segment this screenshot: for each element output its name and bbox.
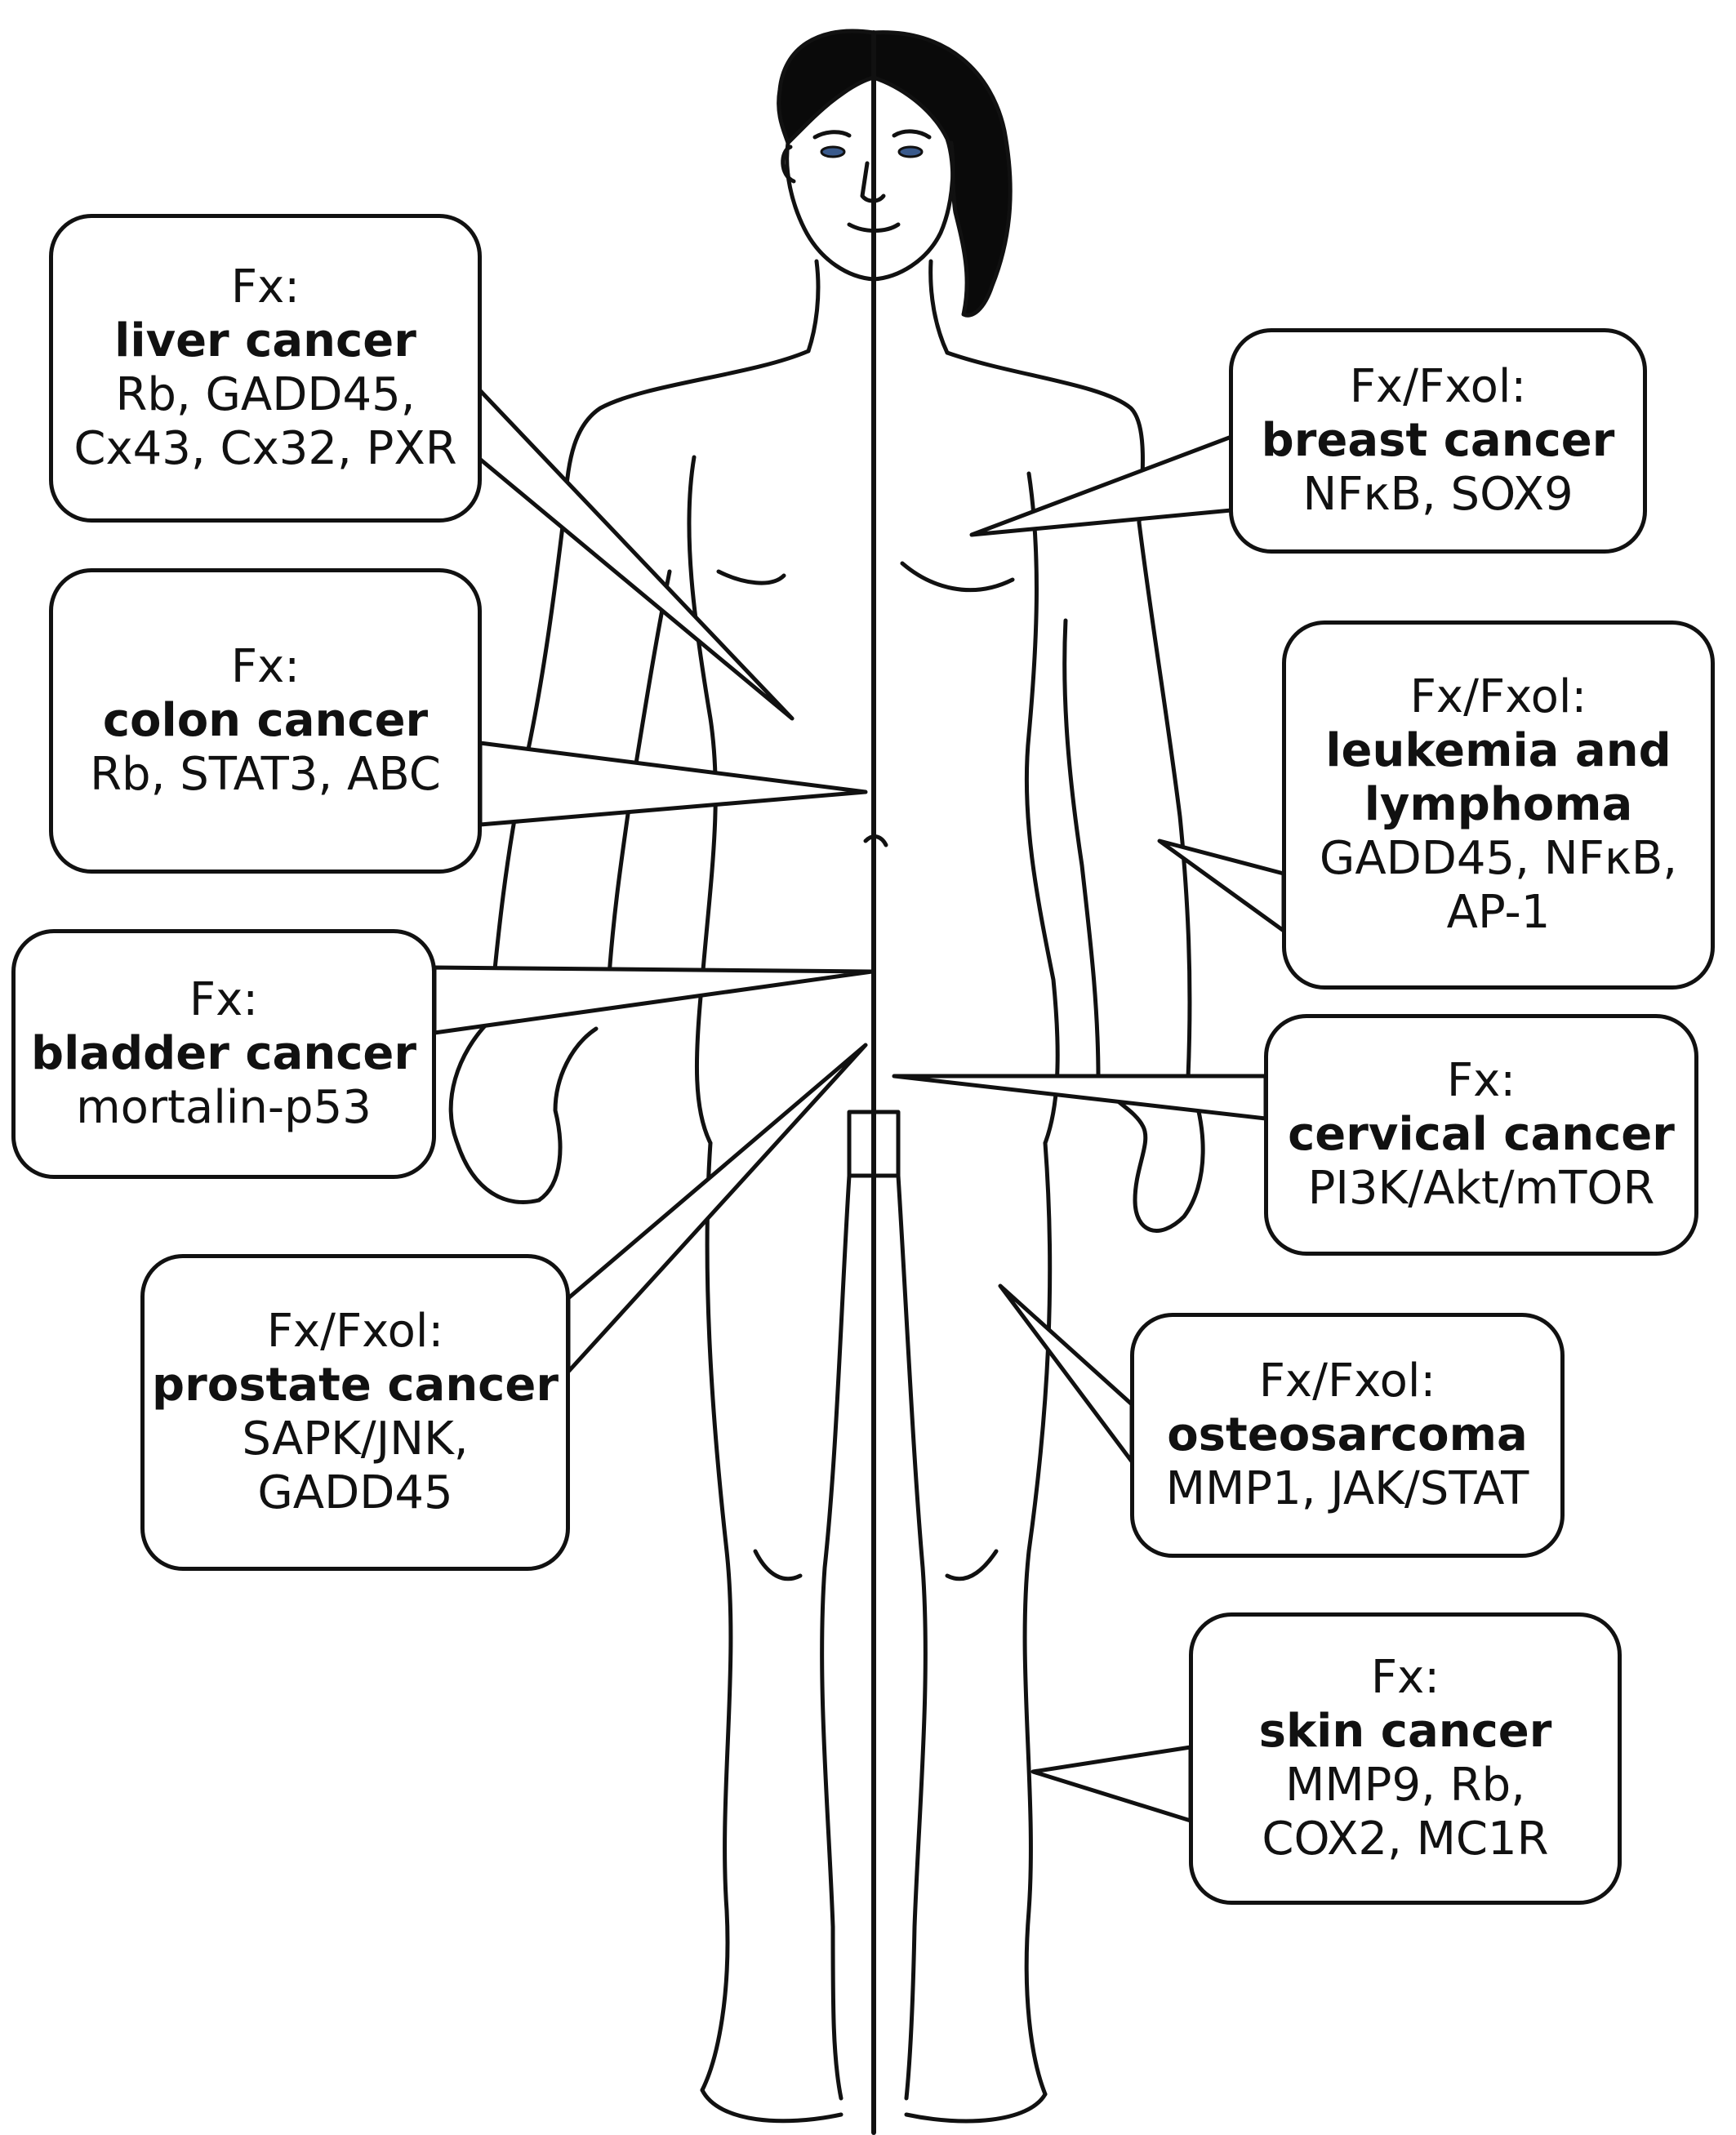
pointer-osteo xyxy=(998,1283,1134,1464)
torso-right xyxy=(1024,471,1060,1145)
agent-label: Fx: xyxy=(230,260,300,314)
agent-label: Fx/Fxol: xyxy=(1258,1354,1436,1408)
hair-left xyxy=(777,29,876,145)
eye-left xyxy=(820,145,846,158)
targets-line: Rb, STAT3, ABC xyxy=(90,748,441,802)
agent-label: Fx/Fxol: xyxy=(266,1304,444,1358)
chest-right xyxy=(900,561,1015,593)
callout-osteosarcoma: Fx/Fxol: osteosarcoma MMP1, JAK/STAT xyxy=(1130,1313,1565,1558)
feet xyxy=(700,2088,1048,2124)
neck-left xyxy=(806,259,821,354)
pointer-liver xyxy=(471,381,795,721)
cancer-name: cervical cancer xyxy=(1288,1107,1675,1161)
callout-leukemia-lymphoma: Fx/Fxol: leukemia and lymphoma GADD45, N… xyxy=(1282,620,1715,990)
callout-bladder-cancer: Fx: bladder cancer mortalin-p53 xyxy=(11,929,436,1179)
cancer-name: bladder cancer xyxy=(31,1026,416,1080)
agent-label: Fx: xyxy=(189,972,259,1026)
pointer-colon xyxy=(478,741,868,827)
pointer-bladder xyxy=(432,965,875,1035)
brow-right xyxy=(892,129,932,140)
agent-label: Fx: xyxy=(230,639,300,693)
targets-line: GADD45, NFκB, xyxy=(1319,832,1678,886)
cancer-name-line-2: lymphoma xyxy=(1364,777,1633,831)
targets-line: MMP1, JAK/STAT xyxy=(1165,1462,1529,1516)
cancer-name: colon cancer xyxy=(102,693,429,747)
hair-right xyxy=(871,30,1013,318)
cancer-name: prostate cancer xyxy=(152,1358,559,1412)
torso-left xyxy=(687,455,718,1145)
cancer-name-line-1: leukemia and xyxy=(1325,723,1671,777)
pointer-breast xyxy=(969,434,1234,537)
arm-right-outer xyxy=(1137,520,1192,1080)
arm-right-inner xyxy=(1062,618,1101,1080)
targets-line: PI3K/Akt/mTOR xyxy=(1307,1162,1655,1216)
pointer-prostate xyxy=(566,1043,868,1374)
callout-breast-cancer: Fx/Fxol: breast cancer NFκB, SOX9 xyxy=(1229,328,1647,554)
hand-left xyxy=(448,1018,599,1204)
targets-line: GADD45 xyxy=(257,1466,453,1520)
cancer-name: osteosarcoma xyxy=(1167,1408,1528,1461)
pointer-skin xyxy=(1030,1745,1193,1823)
targets-line: Cx43, Cx32, PXR xyxy=(73,422,457,476)
targets-line: COX2, MC1R xyxy=(1262,1813,1549,1866)
pointer-leukemia xyxy=(1157,838,1286,933)
targets-line: AP-1 xyxy=(1446,886,1551,940)
neck-right xyxy=(928,259,950,355)
leg-right-outer xyxy=(1022,1141,1053,2097)
targets-line: NFκB, SOX9 xyxy=(1302,468,1574,522)
chest-left xyxy=(716,569,786,585)
callout-colon-cancer: Fx: colon cancer Rb, STAT3, ABC xyxy=(49,568,482,874)
targets-line: mortalin-p53 xyxy=(76,1081,372,1135)
navel xyxy=(863,834,888,847)
agent-label: Fx: xyxy=(1370,1650,1440,1704)
cancer-name: breast cancer xyxy=(1261,413,1615,467)
callout-prostate-cancer: Fx/Fxol: prostate cancer SAPK/JNK, GADD4… xyxy=(140,1254,570,1571)
leg-right-inner xyxy=(896,1173,928,2101)
targets-line: MMP9, Rb, xyxy=(1285,1759,1525,1812)
leg-left-inner xyxy=(820,1173,852,2101)
ear-left xyxy=(781,145,796,184)
agent-label: Fx/Fxol: xyxy=(1349,359,1527,413)
pointer-cervical xyxy=(892,1074,1268,1121)
agent-label: Fx/Fxol: xyxy=(1409,669,1587,723)
targets-line: SAPK/JNK, xyxy=(242,1412,469,1466)
agent-label: Fx: xyxy=(1446,1053,1516,1107)
leg-left-outer xyxy=(700,1141,733,2093)
cancer-name: skin cancer xyxy=(1258,1704,1552,1758)
brow-left xyxy=(812,130,852,140)
hand-right xyxy=(1100,1075,1205,1233)
callout-liver-cancer: Fx: liver cancer Rb, GADD45, Cx43, Cx32,… xyxy=(49,214,482,523)
callout-skin-cancer: Fx: skin cancer MMP9, Rb, COX2, MC1R xyxy=(1189,1612,1622,1905)
cancer-name: liver cancer xyxy=(114,314,416,367)
head-outline xyxy=(785,140,955,282)
knee-left xyxy=(753,1549,803,1581)
targets-line: Rb, GADD45, xyxy=(115,368,416,421)
eye-right xyxy=(897,145,924,158)
shoulder-left xyxy=(563,349,811,509)
knee-right xyxy=(945,1549,999,1581)
callout-cervical-cancer: Fx: cervical cancer PI3K/Akt/mTOR xyxy=(1264,1014,1698,1256)
